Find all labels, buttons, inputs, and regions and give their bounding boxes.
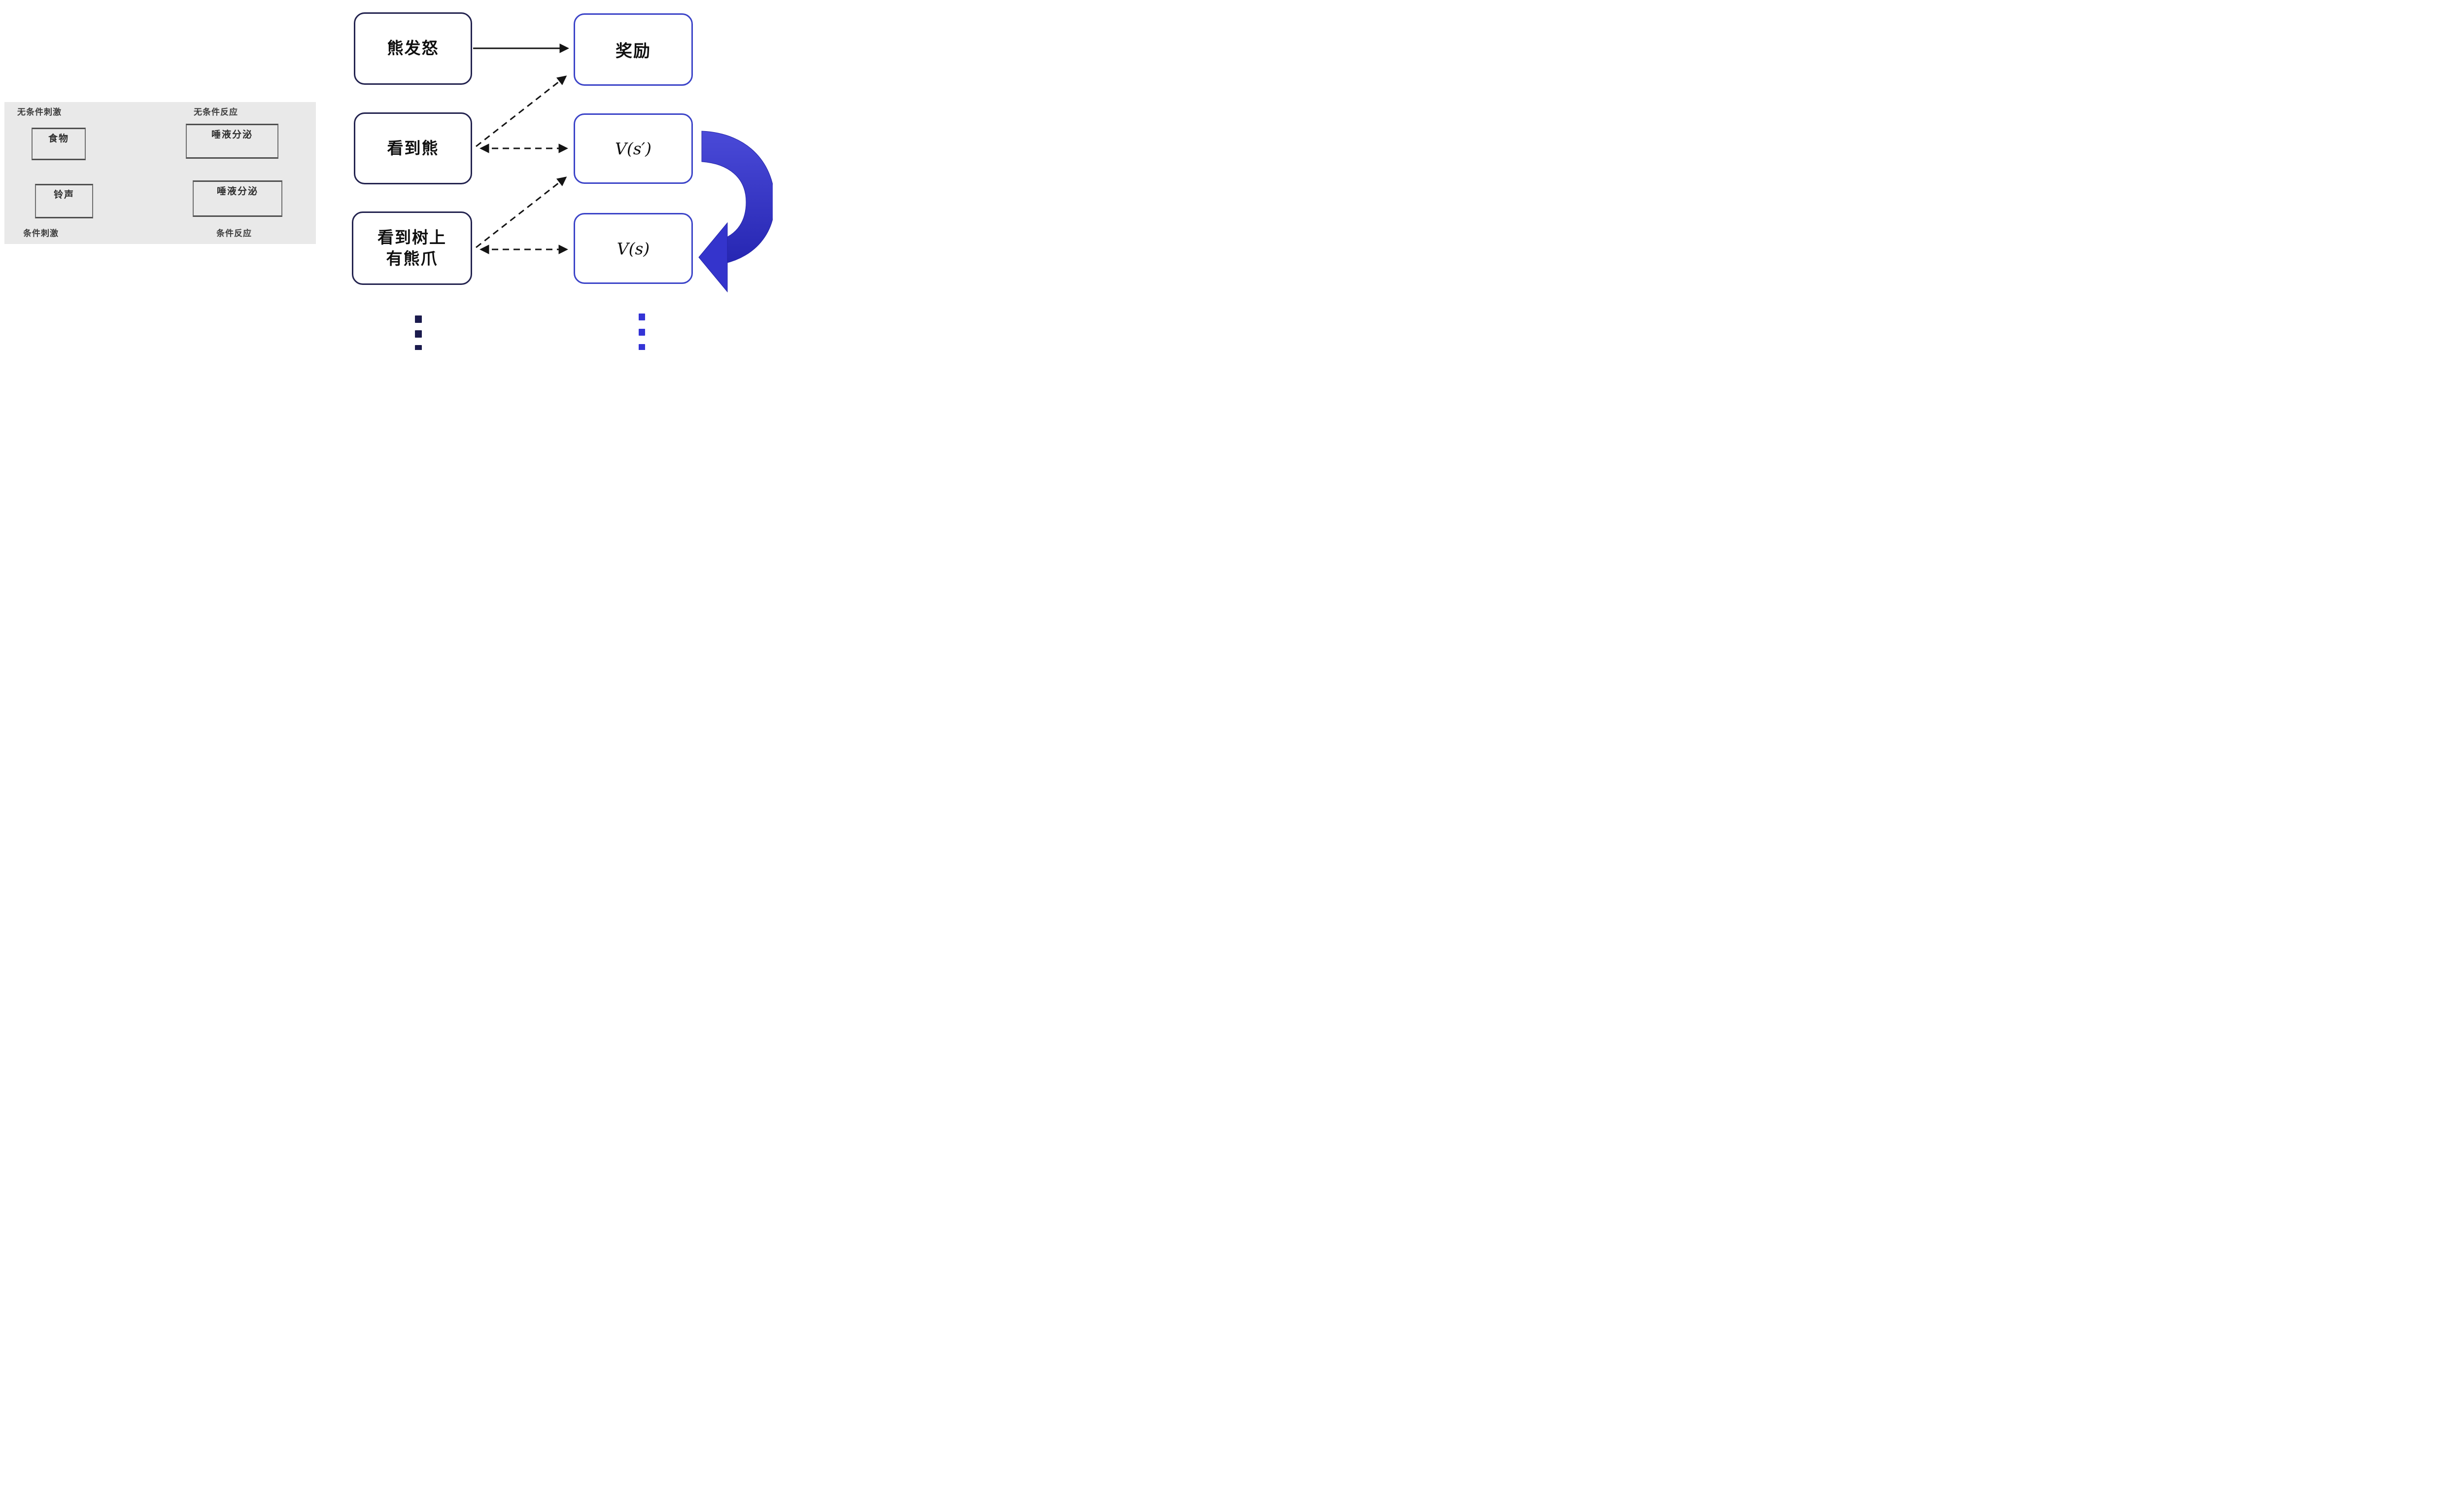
see-claws-line2: 有熊爪 (386, 249, 438, 268)
bear-angry-label: 熊发怒 (387, 39, 439, 58)
bear-angry-box: 熊发怒 (354, 12, 472, 85)
ellipsis-dot (415, 330, 422, 338)
unconditioned-stimulus-label: 无条件刺激 (17, 107, 62, 117)
food-box: 食物 (32, 128, 86, 160)
arrow-seeclaws-to-vsprime (476, 176, 567, 248)
ellipsis-dot (415, 345, 422, 350)
reward-box: 奖励 (574, 13, 693, 86)
bell-box: 铃声 (35, 184, 93, 218)
value-state-box: V(s) (574, 213, 693, 284)
conditioned-stimulus-label: 条件刺激 (23, 229, 59, 238)
ellipsis-dot (639, 344, 645, 350)
see-claws-box: 看到树上 有熊爪 (352, 211, 472, 285)
salivation-box-bottom: 唾液分泌 (193, 180, 282, 217)
see-bear-box: 看到熊 (354, 112, 472, 184)
classical-conditioning-panel: 无条件刺激 无条件反应 食物 唾液分泌 铃声 唾液分泌 条件刺激 条件反应 (4, 102, 316, 244)
arrow-seebear-to-reward (476, 75, 567, 147)
salivation-box-top: 唾液分泌 (186, 124, 278, 159)
cycle-arrow-icon (698, 131, 773, 293)
diagram-canvas: 无条件刺激 无条件反应 食物 唾液分泌 铃声 唾液分泌 条件刺激 条件反应 熊发… (0, 0, 773, 350)
unconditioned-response-label: 无条件反应 (194, 107, 238, 117)
conditioned-response-label: 条件反应 (216, 229, 252, 238)
ellipsis-dot (639, 314, 645, 320)
value-next-state-label: V(s′) (615, 139, 651, 158)
see-claws-label: 看到树上 有熊爪 (377, 227, 446, 270)
see-bear-label: 看到熊 (387, 139, 439, 157)
see-claws-line1: 看到树上 (377, 228, 446, 246)
ellipsis-dot (415, 315, 422, 323)
vertical-ellipsis-left-icon (415, 315, 422, 350)
vertical-ellipsis-right-icon (639, 314, 645, 350)
reward-label: 奖励 (616, 42, 651, 61)
value-state-label: V(s) (616, 239, 650, 258)
ellipsis-dot (639, 329, 645, 336)
value-next-state-box: V(s′) (574, 113, 693, 184)
